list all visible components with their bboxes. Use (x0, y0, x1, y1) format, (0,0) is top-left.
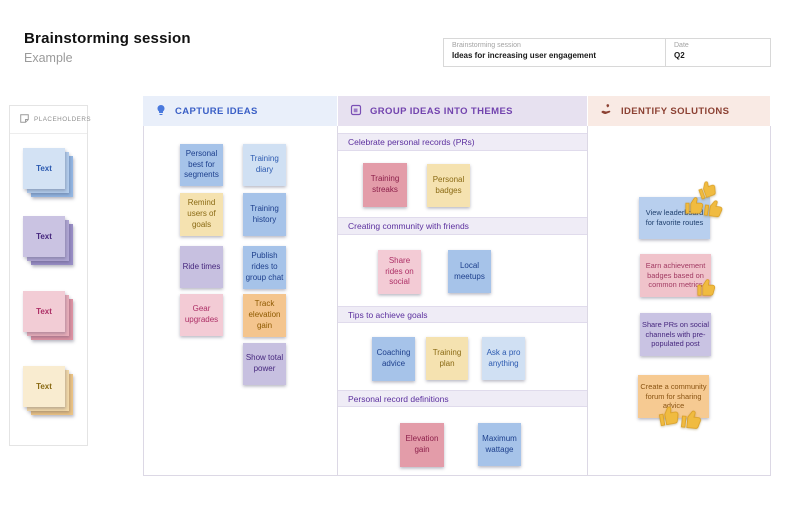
session-date-field[interactable]: Date Q2 (666, 39, 689, 66)
group-ideas-header: GROUP IDEAS INTO THEMES (338, 96, 587, 126)
page-subtitle: Example (24, 51, 73, 65)
capture-ideas-title: CAPTURE IDEAS (175, 105, 258, 117)
placeholders-title: PLACEHOLDERS (34, 116, 92, 123)
thumbs-up-icon[interactable] (696, 276, 718, 303)
placeholder-stack-blue[interactable]: Text (23, 148, 73, 198)
session-date-label: Date (674, 42, 689, 49)
placeholder-note-label[interactable]: Text (23, 366, 65, 407)
placeholder-note-label[interactable]: Text (23, 216, 65, 257)
title-block: Brainstorming session Example (24, 30, 191, 65)
sticky-note[interactable]: Local meetups (448, 250, 491, 293)
section-header: Creating community with friends (338, 217, 587, 235)
column-group-ideas: GROUP IDEAS INTO THEMES Celebrate person… (338, 96, 588, 476)
placeholder-stack-yellow[interactable]: Text (23, 366, 73, 416)
sticky-note[interactable]: Maximum wattage (478, 423, 521, 466)
sticky-note[interactable]: Remind users of goals (180, 193, 223, 236)
section-header: Celebrate personal records (PRs) (338, 133, 587, 151)
identify-solutions-title: IDENTIFY SOLUTIONS (621, 105, 730, 117)
sticky-note[interactable]: Coaching advice (372, 337, 415, 381)
session-topic-value[interactable]: Ideas for increasing user engagement (452, 51, 597, 60)
column-capture-ideas: CAPTURE IDEAS Personal best for segments… (143, 96, 338, 476)
sticky-note[interactable]: Training history (243, 193, 286, 236)
hand-heart-icon (600, 103, 613, 119)
sticky-note[interactable]: Share rides on social (378, 250, 421, 294)
sticky-note[interactable]: Training streaks (363, 163, 407, 207)
capture-ideas-header: CAPTURE IDEAS (143, 96, 337, 126)
sticky-note[interactable]: Share PRs on social channels with pre-po… (640, 313, 711, 356)
thumbs-up-icon[interactable] (701, 196, 727, 226)
sticky-note[interactable]: Show total power (243, 343, 286, 385)
sticky-note[interactable]: Ride times (180, 246, 223, 288)
column-identify-solutions: IDENTIFY SOLUTIONS View leaderboard for … (588, 96, 771, 476)
sticky-note[interactable]: Personal badges (427, 164, 470, 207)
section-header: Personal record definitions (338, 390, 587, 407)
sticky-note[interactable]: Elevation gain (400, 423, 444, 467)
sticky-note[interactable]: Personal best for segments (180, 144, 223, 186)
sticky-note[interactable]: Publish rides to group chat (243, 246, 286, 289)
thumbs-up-icon[interactable] (684, 194, 706, 221)
session-topic-label: Brainstorming session (452, 42, 521, 49)
sticky-note[interactable]: Gear upgrades (180, 294, 223, 336)
group-ideas-body: Celebrate personal records (PRs) Trainin… (338, 126, 588, 476)
lightbulb-icon (155, 104, 167, 119)
identify-solutions-header: IDENTIFY SOLUTIONS (588, 96, 770, 126)
group-ideas-title: GROUP IDEAS INTO THEMES (370, 105, 513, 117)
thumbs-up-icon[interactable] (679, 406, 706, 437)
section-header: Tips to achieve goals (338, 306, 587, 323)
sticky-note[interactable]: Training plan (426, 337, 468, 380)
session-date-value[interactable]: Q2 (674, 51, 685, 60)
sticky-note-icon (19, 111, 30, 129)
placeholder-stack-purple[interactable]: Text (23, 216, 73, 266)
sticky-note[interactable]: Track elevation gain (243, 294, 286, 337)
placeholder-stack-pink[interactable]: Text (23, 291, 73, 341)
page-title: Brainstorming session (24, 30, 191, 47)
thumbs-up-icon[interactable] (694, 175, 723, 207)
frame-icon (350, 104, 362, 119)
placeholders-panel: PLACEHOLDERS Text Text Text Text (9, 105, 91, 446)
thumbs-up-icon[interactable] (656, 401, 685, 434)
placeholder-note-label[interactable]: Text (23, 148, 65, 189)
placeholders-header: PLACEHOLDERS (10, 106, 91, 134)
placeholder-note-label[interactable]: Text (23, 291, 65, 332)
sticky-note[interactable]: Training diary (243, 144, 286, 186)
capture-ideas-body: Personal best for segments Training diar… (143, 126, 338, 476)
sticky-note[interactable]: Create a community forum for sharing adv… (638, 375, 709, 418)
identify-solutions-body: View leaderboard for favorite routes Ear… (588, 126, 771, 476)
sticky-note[interactable]: Ask a pro anything (482, 337, 525, 380)
session-topic-field[interactable]: Brainstorming session Ideas for increasi… (444, 39, 666, 66)
session-info-box: Brainstorming session Ideas for increasi… (443, 38, 771, 67)
